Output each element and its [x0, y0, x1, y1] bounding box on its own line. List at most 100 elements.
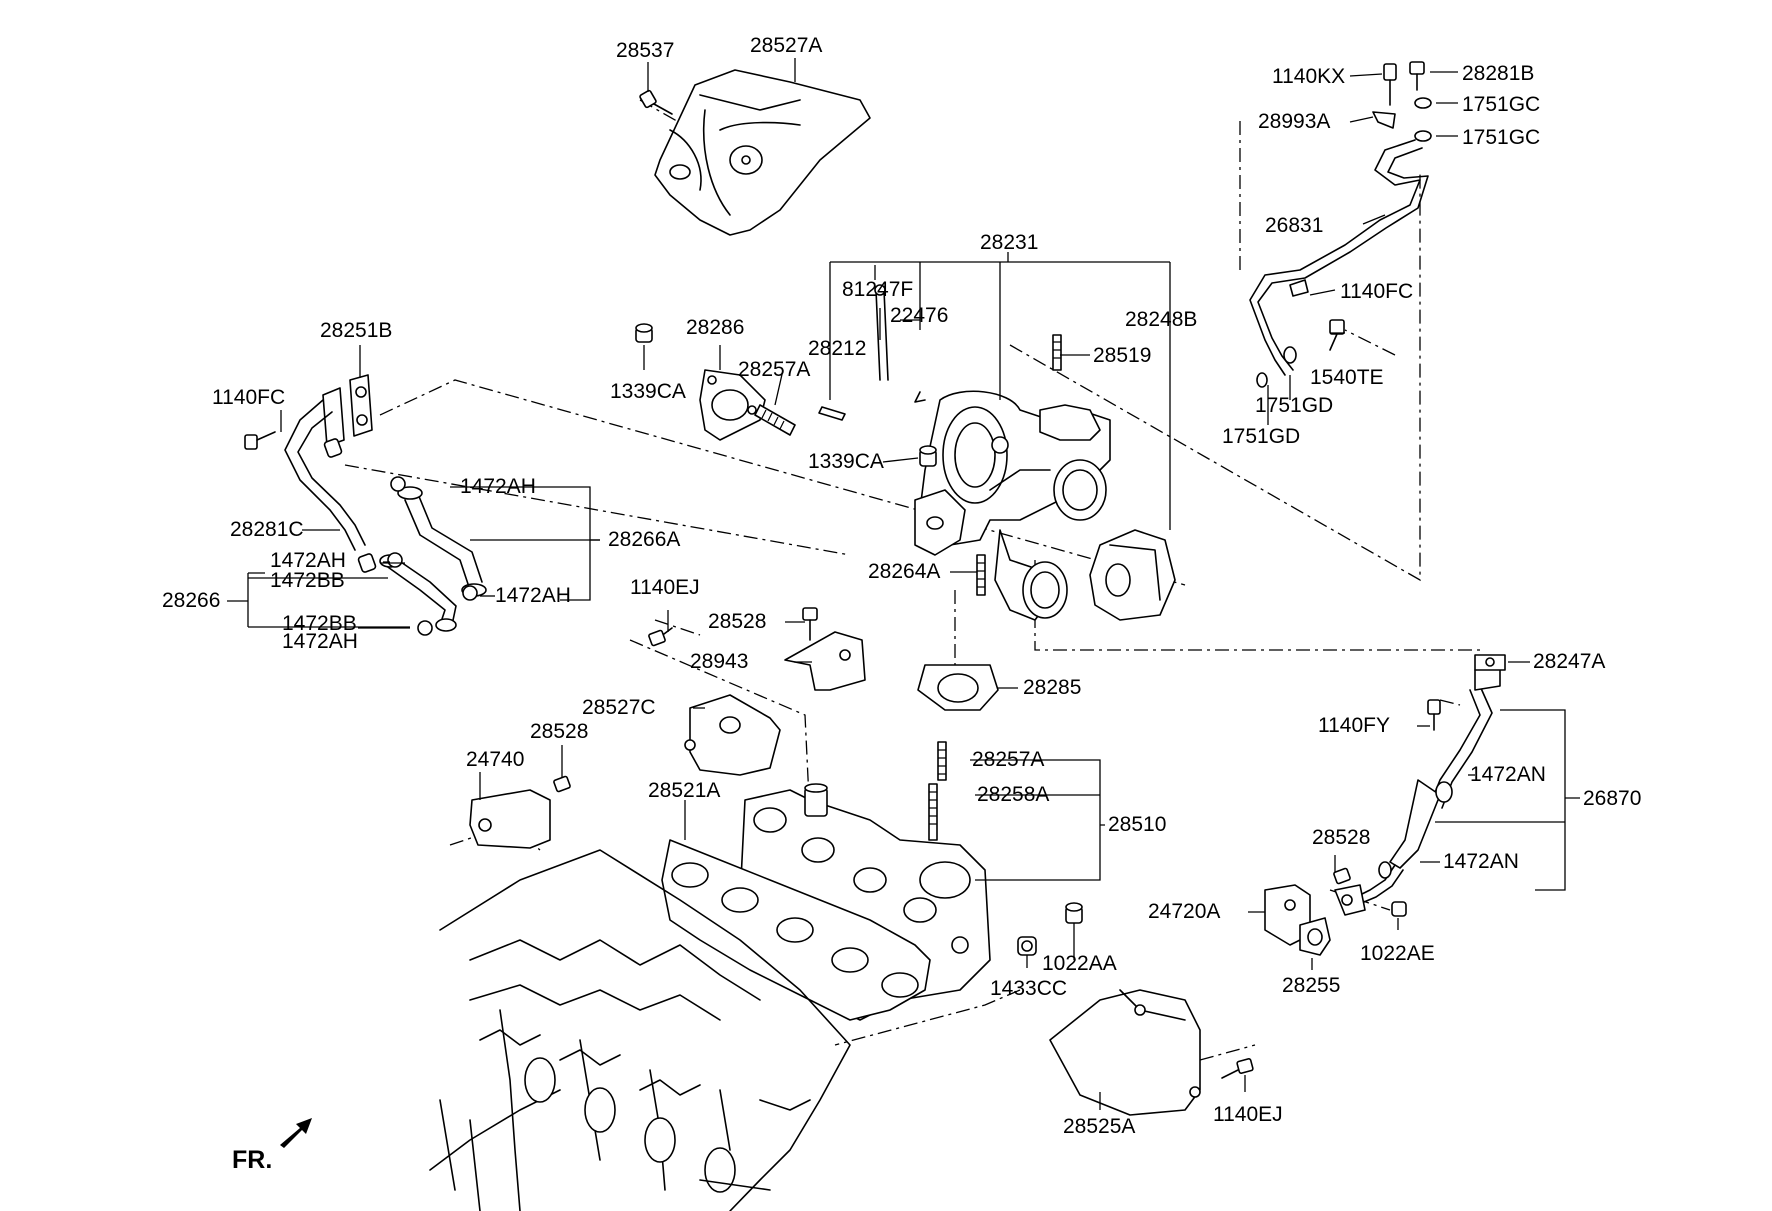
label-26831[interactable]: 26831	[1265, 214, 1323, 237]
label-1022aa[interactable]: 1022AA	[1042, 952, 1117, 975]
label-28257a-top[interactable]: 28257A	[738, 358, 810, 381]
hose-28266a	[390, 476, 487, 601]
bracket-24740	[469, 789, 551, 849]
label-22476[interactable]: 22476	[890, 304, 948, 327]
bolt-1140fy	[1427, 699, 1441, 731]
stud-28264a	[976, 554, 986, 596]
label-28257a-bottom[interactable]: 28257A	[972, 748, 1044, 771]
label-28528-left[interactable]: 28528	[530, 720, 588, 743]
label-1140ej-bottom[interactable]: 1140EJ	[1213, 1103, 1283, 1126]
label-1751gd-b[interactable]: 1751GD	[1222, 425, 1300, 448]
leader-lines	[227, 58, 1580, 1110]
label-1472ah-4[interactable]: 1472AH	[282, 630, 358, 653]
label-28264a[interactable]: 28264A	[868, 560, 940, 583]
bolt-28537	[639, 89, 673, 115]
nut-1339ca-top	[635, 323, 653, 343]
label-28247a[interactable]: 28247A	[1533, 650, 1605, 673]
nut-1022aa	[1065, 902, 1083, 924]
bracket-24720a	[1264, 884, 1311, 946]
stud-28257a-bottom	[937, 741, 947, 781]
label-28286[interactable]: 28286	[686, 316, 744, 339]
actuator-28248b	[1089, 529, 1176, 621]
cylinder-head	[429, 849, 851, 1211]
label-1472an-2[interactable]: 1472AN	[1443, 850, 1519, 873]
turbocharger-28231	[914, 390, 1111, 621]
heat-shield-28525a	[1049, 989, 1201, 1116]
label-1339ca-mid[interactable]: 1339CA	[808, 450, 884, 473]
label-28528-right[interactable]: 28528	[1312, 826, 1370, 849]
link-81247f	[874, 284, 889, 381]
label-28266[interactable]: 28266	[162, 589, 220, 612]
label-1433cc[interactable]: 1433CC	[990, 977, 1067, 1000]
front-arrow-icon	[280, 1118, 312, 1148]
oil-feed-pipe-26831	[1249, 61, 1432, 388]
label-1140fy[interactable]: 1140FY	[1318, 714, 1390, 737]
label-1140fc-left[interactable]: 1140FC	[212, 386, 285, 409]
hose-28266	[379, 552, 457, 636]
stud-28257a-top	[754, 404, 796, 436]
label-28527c[interactable]: 28527C	[582, 696, 656, 719]
label-24720a[interactable]: 24720A	[1148, 900, 1220, 923]
bolt-28528-top	[802, 607, 818, 641]
label-28510[interactable]: 28510	[1108, 813, 1166, 836]
label-1140fc-right[interactable]: 1140FC	[1340, 280, 1413, 303]
label-28255[interactable]: 28255	[1282, 974, 1340, 997]
label-28993a[interactable]: 28993A	[1258, 110, 1330, 133]
label-28281b[interactable]: 28281B	[1462, 62, 1534, 85]
label-28943[interactable]: 28943	[690, 650, 748, 673]
bolt-1140ej-bottom	[1221, 1058, 1254, 1079]
gasket-28285	[917, 664, 999, 711]
part-number-labels: 28537 28527A 1140KX 28281B 1751GC 28993A…	[162, 34, 1641, 1138]
label-1140ej-top[interactable]: 1140EJ	[630, 576, 700, 599]
label-1472ah-1[interactable]: 1472AH	[460, 475, 536, 498]
label-1751gc-b[interactable]: 1751GC	[1462, 126, 1540, 149]
label-1472ah-3[interactable]: 1472AH	[495, 584, 571, 607]
label-28519[interactable]: 28519	[1093, 344, 1151, 367]
label-28525a[interactable]: 28525A	[1063, 1115, 1135, 1138]
label-28281c[interactable]: 28281C	[230, 518, 304, 541]
label-28537[interactable]: 28537	[616, 39, 674, 62]
label-28248b[interactable]: 28248B	[1125, 308, 1197, 331]
label-1472ah-2[interactable]: 1472AH	[270, 549, 346, 572]
stud-28212	[818, 406, 846, 421]
label-1751gd-a[interactable]: 1751GD	[1255, 394, 1333, 417]
stud-28519	[1052, 334, 1062, 371]
label-28527a[interactable]: 28527A	[750, 34, 822, 57]
label-1022ae[interactable]: 1022AE	[1360, 942, 1435, 965]
label-1472an-1[interactable]: 1472AN	[1470, 763, 1546, 786]
nut-1022ae	[1391, 901, 1407, 917]
bolt-28528-right	[1333, 867, 1351, 885]
heat-shield-28527c	[684, 694, 781, 776]
label-1339ca-top[interactable]: 1339CA	[610, 380, 686, 403]
gasket-28521a	[661, 839, 931, 1021]
nut-1433cc	[1017, 936, 1037, 956]
bracket-28943	[784, 631, 866, 691]
label-28285[interactable]: 28285	[1023, 676, 1081, 699]
label-28528-top[interactable]: 28528	[708, 610, 766, 633]
stud-28258a	[928, 783, 938, 841]
gasket-28286	[699, 369, 766, 441]
label-28251b[interactable]: 28251B	[320, 319, 392, 342]
heat-shield-28527a	[654, 69, 871, 236]
label-1751gc-a[interactable]: 1751GC	[1462, 93, 1540, 116]
label-1472bb-2[interactable]: 1472BB	[282, 612, 357, 635]
oil-return-pipe-28281c	[244, 374, 377, 573]
label-1472bb-1[interactable]: 1472BB	[270, 569, 345, 592]
label-28258a[interactable]: 28258A	[977, 783, 1049, 806]
label-28212[interactable]: 28212	[808, 337, 866, 360]
oil-return-pipe-26870	[1334, 654, 1506, 916]
label-1140kx[interactable]: 1140KX	[1272, 65, 1345, 88]
gasket-28255	[1299, 917, 1331, 956]
label-28266a[interactable]: 28266A	[608, 528, 680, 551]
label-28521a[interactable]: 28521A	[648, 779, 720, 802]
nut-1339ca-mid	[919, 445, 937, 467]
front-label: FR.	[232, 1146, 272, 1174]
label-81247f[interactable]: 81247F	[842, 278, 913, 301]
label-1540te[interactable]: 1540TE	[1310, 366, 1384, 389]
label-28231[interactable]: 28231	[980, 231, 1038, 254]
label-26870[interactable]: 26870	[1583, 787, 1641, 810]
label-24740[interactable]: 24740	[466, 748, 524, 771]
clip-22476	[914, 391, 926, 403]
front-direction-indicator: FR.	[232, 1118, 312, 1174]
